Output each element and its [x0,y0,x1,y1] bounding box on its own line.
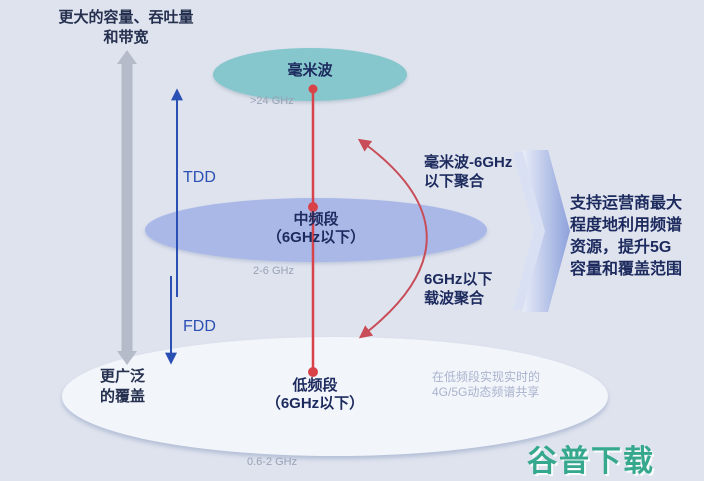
mmwave-anchor-dot [308,84,318,94]
mid-band-label: 中频段 （6GHz以下） [266,211,366,246]
mmwave-sub6-aggregation-label: 毫米波-6GHz 以下聚合 [424,154,513,190]
low-band-range-label: 0.6-2 GHz [247,456,298,468]
site-watermark: 谷普下载 [527,445,655,478]
capacity-axis-label: 更大的容量、吞吐量 和带宽 [58,9,194,46]
tdd-label: TDD [183,169,216,186]
mid-band-range-label: 2-6 GHz [253,265,294,277]
dynamic-spectrum-sharing-note: 在低频段实现实时的 4G/5G动态频谱共享 [432,370,541,399]
low-band-ellipse [62,337,608,456]
mid-band-anchor-dot [308,202,318,212]
low-band-anchor-dot [308,367,318,377]
mmwave-label: 毫米波 [287,62,333,79]
capacity-coverage-double-arrow-icon [117,50,137,365]
low-band-label: 低频段 （6GHz以下） [265,377,365,412]
operator-benefit-text: 支持运营商最大 程度地利用频谱 资源，提升5G 容量和覆盖范围 [570,195,683,278]
benefit-chevron-icon [522,150,570,312]
mmwave-range-label: >24 GHz [250,95,294,107]
coverage-axis-label: 更广泛 的覆盖 [100,368,146,405]
fdd-label: FDD [183,318,216,335]
aggregation-curve-arrow-icon [357,138,428,339]
sub6-carrier-aggregation-label: 6GHz以下 载波聚合 [424,271,493,307]
